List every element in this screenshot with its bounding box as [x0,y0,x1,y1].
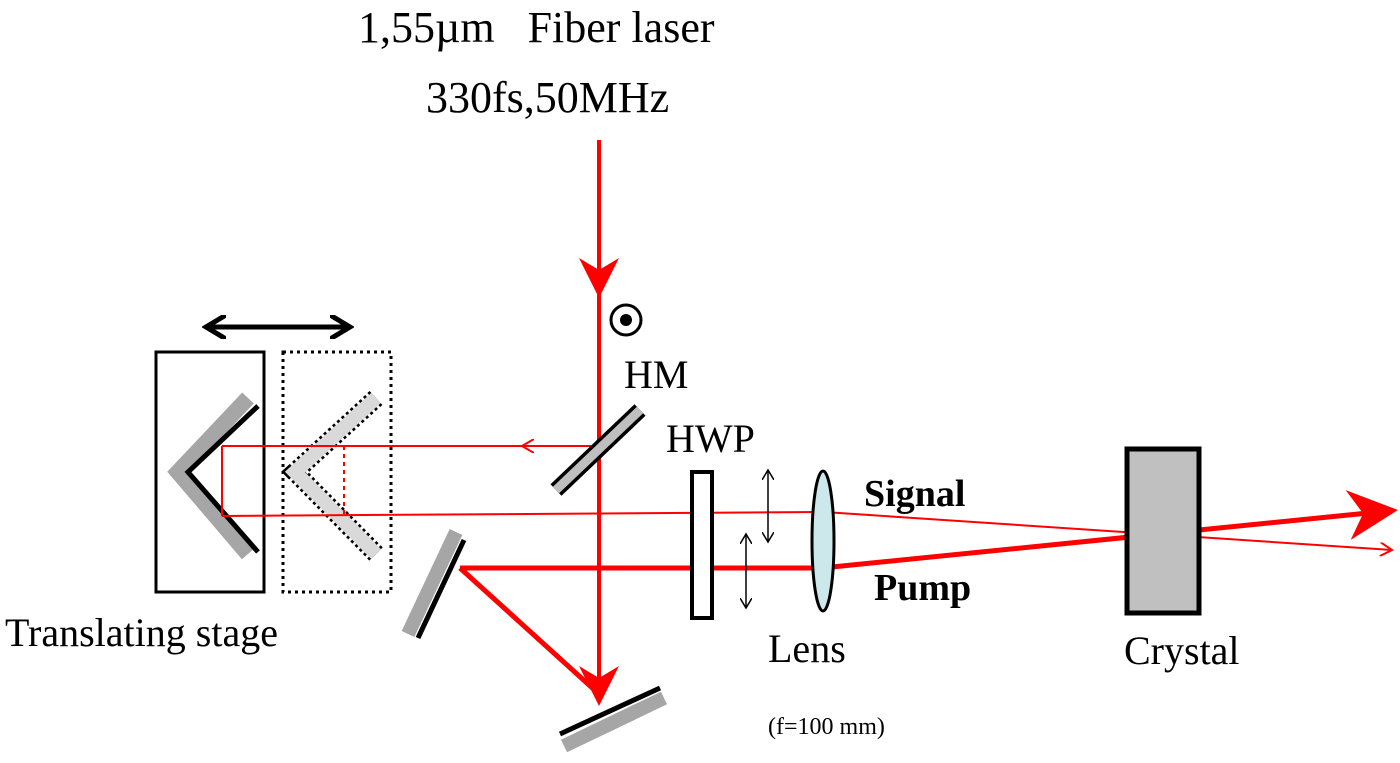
signal-beam [221,446,1392,550]
stage-frame [154,350,266,594]
half-mirror [550,404,646,496]
steering-mirror-lower [558,685,668,753]
nonlinear-crystal [1124,446,1202,616]
pump-beam [458,490,1398,696]
pump-label: Pump [874,567,971,609]
crystal-label: Crystal [1124,628,1240,673]
steering-mirror-upper [401,529,467,640]
half-wave-plate [690,470,714,620]
laser-specs: 330fs,50MHz [426,73,669,122]
focusing-lens [810,469,836,613]
retroreflector-mirror [167,392,260,560]
laser-title: 1,55µm Fiber laser [358,3,715,52]
polarization-out-of-plane-icon [609,303,643,337]
hwp-label: HWP [666,416,755,461]
translating-stage-label: Translating stage [5,610,278,655]
lens-label: Lens [768,626,846,671]
retroreflector-mirror-shifted [281,390,383,561]
hm-label: HM [624,352,688,397]
focal-length-label: (f=100 mm) [768,714,885,740]
signal-label: Signal [864,473,965,515]
